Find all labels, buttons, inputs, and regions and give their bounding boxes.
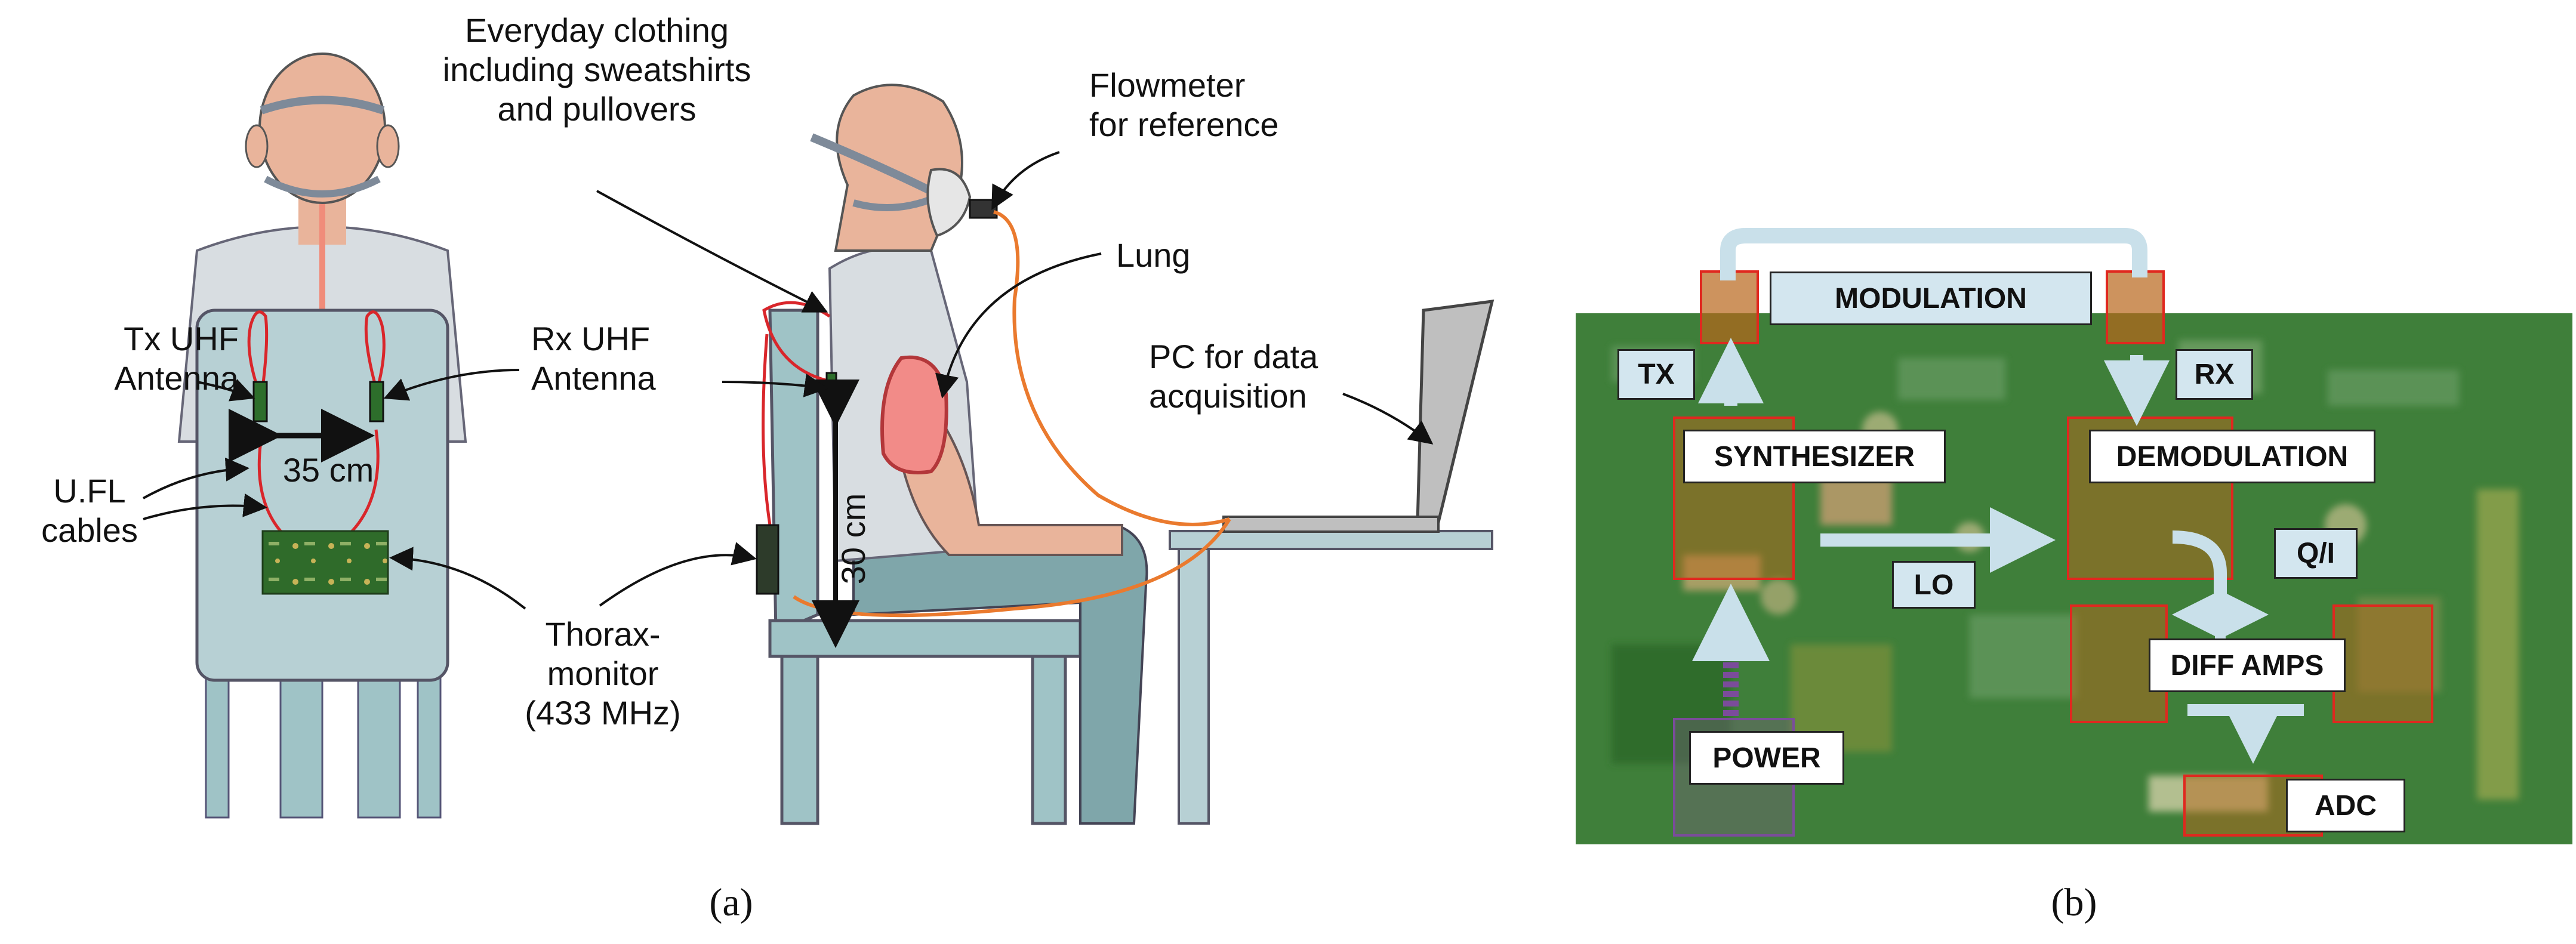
adc-block: ADC bbox=[2286, 779, 2405, 832]
flowmeter-label-line1: Flowmeter bbox=[1089, 66, 1246, 104]
flowmeter-device bbox=[969, 199, 998, 219]
pc-label: PC for data acquisition bbox=[1149, 337, 1318, 416]
laptop bbox=[1416, 300, 1495, 524]
pc-label-line2: acquisition bbox=[1149, 377, 1307, 415]
thorax-monitor-label-line3: (433 MHz) bbox=[525, 694, 681, 732]
ufl-cables-label-line2: cables bbox=[41, 511, 138, 549]
flowmeter-label: Flowmeter for reference bbox=[1089, 66, 1279, 144]
clothing-label: Everyday clothing including sweatshirts … bbox=[430, 11, 764, 129]
tx-antenna-board bbox=[252, 381, 268, 422]
rx-antenna-board bbox=[369, 381, 384, 422]
flowmeter-label-line2: for reference bbox=[1089, 106, 1279, 143]
power-block: POWER bbox=[1689, 731, 1844, 785]
thorax-monitor-label: Thorax- monitor (433 MHz) bbox=[513, 615, 692, 733]
rx-antenna-label-line1: Rx UHF bbox=[531, 320, 651, 357]
rx-block: RX bbox=[2176, 349, 2253, 400]
panel-label-b: (b) bbox=[2051, 881, 2097, 924]
pc-label-line1: PC for data bbox=[1149, 338, 1318, 375]
rx-antenna-label-line2: Antenna bbox=[531, 359, 656, 397]
lo-block: LO bbox=[1892, 561, 1976, 609]
height-label: 30 cm bbox=[834, 493, 872, 585]
qi-block: Q/I bbox=[2274, 528, 2358, 579]
clothing-label-line3: and pullovers bbox=[497, 90, 697, 128]
lung-label: Lung bbox=[1116, 236, 1191, 274]
clothing-label-line1: Everyday clothing bbox=[464, 11, 729, 49]
side-view-person bbox=[756, 84, 1495, 825]
ufl-cables-label: U.FL cables bbox=[36, 471, 143, 550]
demodulation-block: DEMODULATION bbox=[2089, 430, 2375, 483]
diff-amps-block: DIFF AMPS bbox=[2149, 638, 2346, 692]
tx-antenna-label: Tx UHF Antenna bbox=[90, 319, 239, 398]
tx-antenna-label-line2: Antenna bbox=[114, 359, 239, 397]
face-mask bbox=[926, 168, 972, 237]
clothing-label-line2: including sweatshirts bbox=[442, 51, 751, 88]
panel-label-a: (a) bbox=[709, 881, 753, 924]
flow-tube bbox=[993, 210, 1230, 526]
thorax-monitor-pcb-back bbox=[261, 530, 389, 595]
lung-shape bbox=[880, 355, 948, 474]
back-view-person bbox=[177, 53, 467, 819]
rx-antenna-label: Rx UHF Antenna bbox=[531, 319, 656, 398]
tx-block: TX bbox=[1617, 349, 1695, 400]
modulation-block: MODULATION bbox=[1770, 272, 2092, 325]
ufl-cables-label-line1: U.FL bbox=[53, 472, 126, 510]
synthesizer-block: SYNTHESIZER bbox=[1683, 430, 1946, 483]
thorax-monitor-side bbox=[756, 524, 779, 595]
thorax-monitor-label-line1: Thorax- bbox=[545, 615, 661, 653]
distance-label: 35 cm bbox=[282, 451, 374, 489]
thorax-monitor-label-line2: monitor bbox=[547, 655, 659, 692]
tx-antenna-label-line1: Tx UHF bbox=[124, 320, 239, 357]
